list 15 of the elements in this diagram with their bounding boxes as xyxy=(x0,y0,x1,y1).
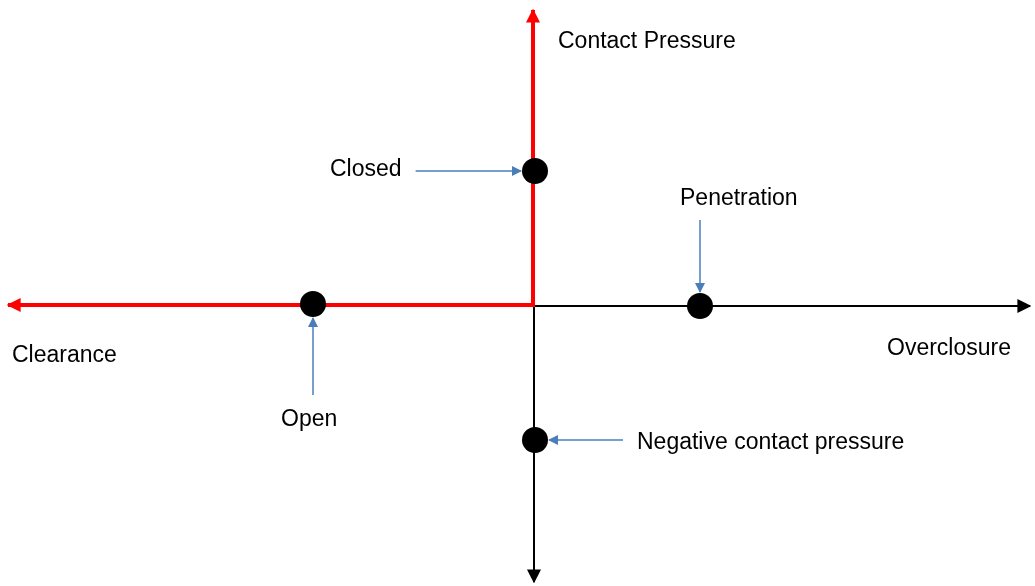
state-dot xyxy=(300,291,326,317)
callout-label: Penetration xyxy=(680,184,798,210)
state-dot xyxy=(687,293,713,319)
callout-label: Closed xyxy=(330,155,402,181)
callout-label: Negative contact pressure xyxy=(637,428,905,454)
leader-arrow xyxy=(308,317,318,396)
leader-arrow xyxy=(695,219,705,293)
leader-arrow xyxy=(548,435,624,445)
callout-label: Open xyxy=(281,405,338,431)
state-dot xyxy=(522,158,548,184)
state-dot xyxy=(522,427,548,453)
leader-arrow xyxy=(414,166,522,176)
axis-label: Overclosure xyxy=(887,334,1011,360)
axis-label: Clearance xyxy=(12,341,117,367)
axis-label: Contact Pressure xyxy=(558,27,736,53)
